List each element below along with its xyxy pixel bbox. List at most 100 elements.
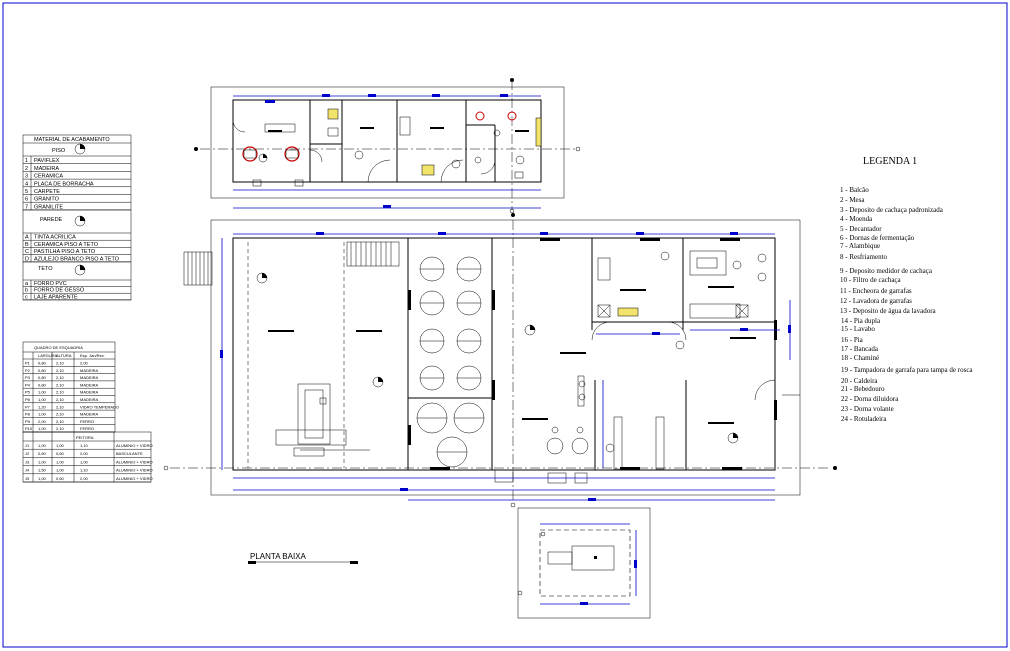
- esquadria-cell-2: 0,60: [56, 476, 65, 481]
- esquadria-cell-2: 1,00: [56, 459, 65, 464]
- esquadria-sub-header: PEITORIL: [76, 435, 95, 440]
- legend-item: 18 - Chaminé: [841, 354, 879, 362]
- esquadria-cell: 1,00: [38, 397, 47, 402]
- esquadria-cell-2: J1: [25, 443, 30, 448]
- legend-item: 14 - Pia dupla: [841, 317, 881, 325]
- fermentation-tanks: [416, 256, 485, 468]
- material_table.parede_items-code: D: [25, 256, 29, 262]
- material_table.piso_items-code: 6: [25, 197, 28, 203]
- esquadria-cell-2: ALUMINIO + VIDRO: [116, 459, 153, 464]
- legend-item: 24 - Rotuladeira: [841, 415, 887, 423]
- esquadria-cell: 2,10: [56, 375, 65, 380]
- legend-item: 1 - Balcão: [840, 186, 869, 194]
- material_table.piso_items-code: 3: [25, 174, 28, 180]
- stairs-left: [183, 251, 213, 286]
- material_table.parede_items-name: PASTILHA PISO A TETO: [34, 249, 96, 255]
- legend-item: 6 - Dornas de fermentação: [840, 234, 915, 242]
- esquadria-header-cell: Esp. Jan/Rev.: [80, 353, 105, 358]
- esquadria-cell: P9: [25, 419, 31, 424]
- legend-item: 15 - Lavabo: [841, 325, 875, 333]
- material_table.piso_items-code: 4: [25, 181, 28, 187]
- legend-item: 9 - Deposito medidor de cachaça: [840, 267, 933, 275]
- legend-item: 11 - Encheora de garrafas: [840, 287, 912, 295]
- esquadria-cell: P5: [25, 390, 31, 395]
- esquadria-cell: MADEIRA: [80, 375, 99, 380]
- esquadria-cell: 2,00: [80, 361, 89, 366]
- alambique-equipment: [546, 375, 665, 470]
- esquadria-cell-2: BASCULANTE: [116, 451, 143, 456]
- esquadria-header-cell: LARGURA: [38, 353, 58, 358]
- esquadria-cell: P10: [25, 426, 33, 431]
- material_table.parede_items-code: A: [25, 235, 29, 241]
- legend-item: 2 - Mesa: [840, 196, 865, 204]
- esquadria-cell: 0,80: [38, 368, 47, 373]
- esquadria-cell: 0,80: [38, 382, 47, 387]
- material_table.teto_items-code: b: [25, 288, 28, 294]
- esquadria-title: QUADRO DE ESQUADRIA: [34, 345, 83, 350]
- esquadria-cell-2: J3: [25, 459, 30, 464]
- plan-title: PLANTA BAIXA: [248, 552, 358, 564]
- esquadria-cell: 2,10: [56, 368, 65, 373]
- esquadria-cell: 0,80: [38, 375, 47, 380]
- material_table.parede_items-code: C: [25, 249, 29, 255]
- esquadria-cell-2: J2: [25, 451, 30, 456]
- esquadria-cell: P7: [25, 404, 31, 409]
- esquadria-cell-2: J4: [25, 468, 30, 473]
- esquadria-cell: P3: [25, 375, 31, 380]
- esquadria-cell-2: ALUMINIO + VIDRO: [116, 468, 153, 473]
- esquadria-cell-2: 1,00: [38, 443, 47, 448]
- esquadria-cell: FERRO: [80, 426, 94, 431]
- esquadria-cell: 1,00: [38, 426, 47, 431]
- esquadria-cell: MADEIRA: [80, 412, 99, 417]
- material_table.piso_items-name: GRANITO: [34, 197, 60, 203]
- esquadria-cell: MADEIRA: [80, 397, 99, 402]
- legend-item: 23 - Dorna volante: [841, 405, 894, 413]
- moenda-equipment: [275, 383, 370, 457]
- material_table.piso_items-code: 2: [25, 166, 28, 172]
- esquadria-cell: 2,10: [56, 426, 65, 431]
- esquadria-cell: 2,10: [56, 361, 65, 366]
- esquadria-cell-2: 1,00: [38, 459, 47, 464]
- esquadria-cell: 1,00: [38, 390, 47, 395]
- material_table.teto_items-name: LAJE APARENTE: [34, 294, 78, 300]
- legend-item: 13 - Deposito de água da lavadora: [840, 307, 937, 315]
- material_table.parede_items-name: CERAMICA PISO A TETO: [34, 242, 99, 248]
- esquadria-cell: P1: [25, 361, 31, 366]
- material_table.piso_items-name: CERAMICA: [34, 174, 63, 180]
- material_table.teto_items-name: FORRO DE GESSO: [34, 288, 85, 294]
- esquadria-cell: 1,00: [38, 412, 47, 417]
- legend-item: 5 - Decantador: [840, 225, 882, 233]
- material-table-title: MATERIAL DE ACABAMENTO: [34, 137, 110, 143]
- esquadria-cell: 2,10: [56, 419, 65, 424]
- esquadria-cell-2: 1,00: [56, 443, 65, 448]
- esquadria-cell: MADEIRA: [80, 390, 99, 395]
- legend-item: 4 - Moenda: [840, 215, 873, 223]
- material_table.piso_items-code: 7: [25, 204, 28, 210]
- esquadria-cell: 2,10: [56, 397, 65, 402]
- esquadria-cell: P4: [25, 382, 31, 387]
- material_table.piso_items-code: 1: [25, 158, 28, 164]
- esquadria-cell-2: ALUMINIO + VIDRO: [116, 443, 153, 448]
- material_table.parede_items-name: TINTA ACRILICA: [34, 235, 76, 241]
- main-building-plan: [163, 213, 837, 508]
- material_table.parede_items-name: AZULEJO BRANCO PISO A TETO: [34, 256, 120, 262]
- legend-item: 16 - Pia: [841, 336, 864, 344]
- esquadria-cell: FERRO: [80, 419, 94, 424]
- esquadria-cell-2: 1,10: [80, 443, 89, 448]
- material_table.piso_items-name: MADEIRA: [34, 166, 59, 172]
- plan-title-text: PLANTA BAIXA: [250, 552, 307, 561]
- legend-item: 17 - Bancada: [841, 345, 879, 353]
- esquadria-cell-2: 0,60: [56, 451, 65, 456]
- legend-item: 20 - Caldeira: [841, 377, 878, 385]
- esquadria-cell-2: 1,50: [38, 468, 47, 473]
- legend-item: 10 - Filtro de cachaça: [840, 276, 902, 284]
- esquadria-cell-2: 1,10: [80, 468, 89, 473]
- esquadria-cell: 2,10: [56, 404, 65, 409]
- esquadria-cell-2: J5: [25, 476, 30, 481]
- esquadria-cell-2: 1,00: [38, 476, 47, 481]
- material_table.piso_items-name: GRANILITE: [34, 204, 63, 210]
